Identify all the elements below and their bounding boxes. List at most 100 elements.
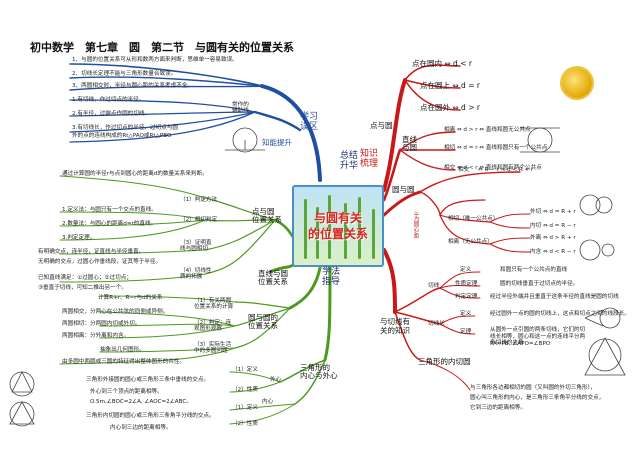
pos-note-2: 2.数量法：与圆心的距离d=r的直线。 (62, 221, 157, 227)
circle-circle-separate-1: 外离 ⇔ d > R + r (530, 235, 576, 241)
circle-circle-separate-2: 内含 ⇔ d < R − r (530, 249, 576, 255)
incircle-note-1: 与三角形各边都相切的圆（又叫圆的外切三角形）， (470, 385, 596, 391)
note-2: 2、切线长定理不能与三角形数量合致误。 (72, 71, 177, 77)
incircle-label: 三角形的内切圆 (418, 357, 471, 366)
line-circle-item-3: 相交 ⇔ d < r ⇔ 直线和圆有两个公共点 (444, 165, 542, 171)
center-title-line2: 的位置关系 (307, 227, 368, 241)
branch-know: 知识 梳理 (360, 149, 379, 169)
outer-def-note: 三角形外接圆的圆心或三角形三条中垂线的交点。 (86, 377, 210, 383)
circles-note-1: 计算R+r、R−r与d的关系 (98, 295, 163, 301)
circle-circle-label: 圆与圆 (392, 185, 415, 194)
tri-center-title: 三角形的 内心与外心 (300, 363, 338, 381)
circle-circle-tangent-1: 外切 ⇔ d = R + r (530, 209, 576, 215)
branch-improve: 知能提升 (262, 138, 292, 147)
figure-circle-circles (579, 194, 615, 261)
tangent-judge-key: 判定定理 (455, 294, 478, 300)
tangent-prop-note-2: ③垂直于切线，可知二推出另一个。 (38, 285, 127, 291)
line-circle-label: 直线 与圆 (402, 135, 417, 153)
pos-note-1: 1.定义法：与圆只有一个交点的直线。 (62, 207, 157, 213)
outer-prop-note-1: 外心到三个顶点的距离相等。 (90, 389, 163, 395)
gold-coin-icon (562, 68, 592, 98)
circle-circle-intersect: 相交 (458, 167, 470, 173)
tangent-line-label: 切线 (428, 283, 440, 289)
tangent-def-val: 和圆只有一个公共点的直线 (500, 267, 568, 273)
inner-label: 内心 (262, 399, 274, 405)
pos-label: （2）相切判定 (180, 217, 218, 223)
aux-note-2: 2.有半径，过端点作圆的切线。 (72, 111, 151, 117)
note-3: 3、两圆相交时，半径与圆心距的关系考虑不全。 (72, 83, 194, 89)
line-circle-item-1: 相离 ⇔ d > r ⇔ 直线和圆无公共点 (444, 127, 531, 133)
tangent-length-formula: PA=PB, ∠APO=∠BPO (490, 341, 551, 347)
judge-note: 通过计算圆的半径r与点到圆心的距离d的数量关系来判断。 (62, 171, 208, 177)
point-circle-item-2: 点在圆上 ⇔ d = r (420, 81, 480, 90)
inner-prop-label: （2）性质 (232, 421, 258, 427)
proof-note-1: 有明确交点，连半径，证直线与半径垂直。 (38, 249, 145, 255)
red-branch (382, 64, 531, 391)
circle-circle-d-label: d为圆心距 (412, 212, 419, 238)
point-circle-pos-title: 点与圆 位置关系 (252, 207, 282, 225)
page-title: 初中数学 第七章 圆 第二节 与圆有关的位置关系 (30, 41, 294, 54)
circles-item-3: （3）实际生活 中的多圆问题 (194, 342, 232, 355)
blue-branch (69, 63, 322, 182)
branch-review: 学习 误区 (300, 112, 319, 132)
center-title-line1: 与圆有关 (313, 211, 362, 225)
aux-note-3: 3.有切线长，作过切点的半径、过切点与圆 (72, 125, 179, 131)
outer-def-label: （1）定义 (232, 367, 258, 373)
tangent-prop-val: 圆的切线垂直于过切点的半径。 (500, 281, 579, 287)
circles-pos-title: 圆与圆的 位置关系 (248, 313, 278, 331)
figure-circle-incircle (584, 337, 626, 376)
aux-label: 常作的 辅助线 (232, 102, 249, 115)
aux-note-4: 外的点的连线构成的Rt△PAO或Rt△PBO (72, 133, 172, 139)
branch-guide: 学法 指导 (322, 267, 341, 287)
tangent-knowledge-label: 与切线有 关的知识 (380, 317, 410, 335)
circles-item-2: （2）判定：连 观图形观察 (194, 320, 232, 333)
proof-label: （3）证明直 线与圆相切 (180, 240, 212, 253)
circles-note-5: 抽象出几何图形。 (100, 347, 145, 353)
pos-note-3: 3.判定定理。 (62, 235, 96, 241)
circle-circle-tangent: 相切（唯一公共点） (448, 216, 499, 222)
circles-note-6: 由多圆中两圆或三圆的特征得出整体图形的共性。 (62, 359, 186, 365)
point-circle-label: 点与圆 (370, 121, 393, 130)
circles-item-1: （1）有关两圆 位置关系的计算 (194, 298, 234, 311)
tangent-length-thm-key: 定理 (460, 329, 472, 335)
branch-total: 总结 升华 (340, 151, 359, 171)
circles-note-2: 两圆相交，分两心在公共弦的同侧或异侧。 (62, 309, 169, 315)
proof-note-2: 无明确的交点，过圆心作垂线段，证其等于半径。 (38, 259, 162, 265)
note-1: 1、与圆的位置关系可从形和数两方面来判断，思维单一容易致误。 (72, 57, 238, 63)
line-circle-item-2: 相切 ⇔ d = r ⇔ 直线和圆只有一个公共点 (444, 145, 548, 151)
outer-label: 外心 (270, 377, 282, 383)
point-circle-item-3: 点在圆外 ⇔ d > r (420, 103, 480, 112)
outer-prop-label: （2）性质 (232, 387, 258, 393)
figure-circle-outer (9, 371, 35, 427)
circles-note-4: 两圆相离：分外离和内含。 (62, 333, 130, 339)
incircle-note-3: 它到三边的距离相等。 (470, 405, 526, 411)
judge-label: （1）判定方法 (180, 197, 218, 203)
inner-def-label: （1）定义 (232, 405, 258, 411)
tangent-length-label: 切线长 (428, 321, 445, 327)
circles-note-3: 两圆相切：分两圆内切或外切。 (62, 321, 141, 327)
tangent-length-def-key: 定义 (460, 311, 472, 317)
inner-prop-note: 内心到三边的距离相等。 (110, 425, 172, 431)
incircle-note-2: 圆心叫三角形的内心，是三角形三条角平分线的交点， (470, 395, 605, 401)
aux-note-1: 1.有切线，作过切点的半径。 (72, 97, 145, 103)
tangent-def-key: 定义 (460, 267, 472, 273)
green-branch (59, 175, 332, 425)
circle-circle-intersect-rule: ⇔ R − r < d < R + r (478, 167, 534, 173)
tangent-prop-key: 性质定理 (455, 281, 478, 287)
figure-circle-aux (225, 127, 265, 153)
figure-circle-tangent-length (584, 307, 621, 329)
line-circle-pos-title: 直线与圆 位置关系 (258, 269, 288, 287)
tangent-length-thm-val: 从圆外一点引圆的两条切线，它们的切线长相等，圆心和这一点的连线平分两条切线的夹角 (490, 327, 586, 347)
circle-circle-tangent-2: 内切 ⇔ d = R − r (530, 223, 576, 229)
tangent-prop-note-1: 已知直线满足：①过圆心；②过切点； (38, 275, 132, 281)
tangent-judge-val: 经过半径外端并且垂直于这条半径的直线是圆的切线 (490, 294, 619, 300)
figure-circle-line (520, 127, 560, 153)
center-node: 与圆有关 的位置关系 (292, 185, 384, 267)
circle-circle-separate: 相离（无公共点） (448, 239, 493, 245)
tangent-length-def-val: 经过圆外一点的圆的切线上，这点和切点之间的线段长。 (490, 311, 630, 317)
inner-def-note: 三角形内切圆的圆心或三角形三条角平分线的交点。 (86, 413, 215, 419)
point-circle-item-1: 点在圆内 ⇔ d < r (412, 59, 472, 68)
outer-prop-note-2: O.5m.∠BOC=2∠A, ∠AOC=2∠ABC。 (90, 399, 192, 405)
tangent-prop-label: （4）切线性 质的拓展 (180, 268, 212, 281)
